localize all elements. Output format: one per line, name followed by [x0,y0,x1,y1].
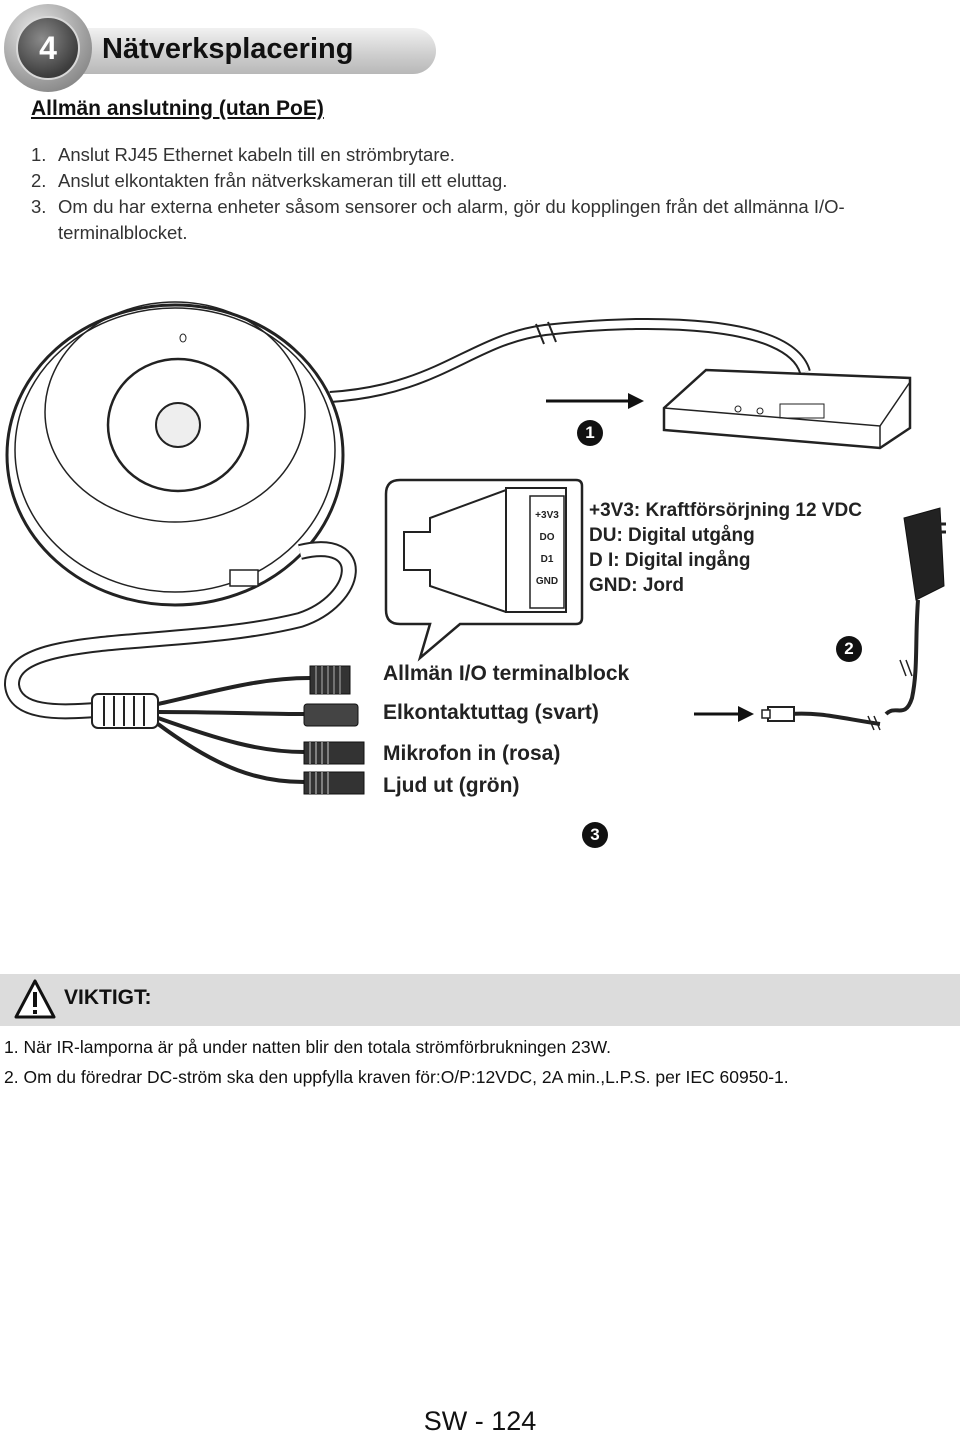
pin-legend-item: +3V3: Kraftförsörjning 12 VDC [589,500,862,521]
important-banner: VIKTIGT: [0,974,960,1026]
important-title: VIKTIGT: [64,986,152,1009]
list-item: 1.Anslut RJ45 Ethernet kabeln till en st… [31,144,455,165]
important-notes: 1. När IR-lamporna är på under natten bl… [4,1032,789,1092]
section-title: Nätverksplacering [102,33,354,65]
pin-label: +3V3 [535,510,559,521]
network-switch-icon [662,368,912,450]
section-number: 4 [39,30,57,66]
power-socket-connector-icon [303,703,359,727]
io-terminal-connector-icon [309,665,351,695]
section-header: 4 Nätverksplacering [4,4,436,92]
power-adapter-icon [884,507,946,716]
step-badge-3: 3 [582,822,608,848]
step-badge-2: 2 [836,636,862,662]
warning-triangle-icon [14,978,56,1025]
pin-legend-item: GND: Jord [589,575,684,596]
pin-label: GND [535,576,559,587]
list-item: 1. När IR-lamporna är på under natten bl… [4,1037,611,1057]
mic-in-connector-icon [303,741,365,765]
section-number-badge: 4 [4,4,92,92]
cable-label: Ljud ut (grön) [383,774,520,797]
list-item: 3.Om du har externa enheter såsom sensor… [31,196,845,243]
pin-legend-item: DU: Digital utgång [589,525,755,546]
page-number: SW - 124 [423,1406,537,1436]
pin-legend-item: D I: Digital ingång [589,550,751,571]
list-item: 2. Om du föredrar DC-ström ska den uppfy… [4,1067,789,1087]
diagram-illustration [3,301,946,795]
instruction-list: 1.Anslut RJ45 Ethernet kabeln till en st… [31,142,956,246]
cable-label: Allmän I/O terminalblock [383,662,630,685]
header-bar [40,28,436,74]
pin-label: D1 [540,554,554,565]
cable-label: Elkontaktuttag (svart) [383,701,599,724]
camera-dome-icon [5,301,345,607]
pin-label: DO [539,532,555,543]
cable-label: Mikrofon in (rosa) [383,742,561,765]
step-badge-1: 1 [577,420,603,446]
subheading: Allmän anslutning (utan PoE) [31,97,324,120]
connection-diagram: +3V3 DO D1 GND +3V3: Kraftförsörjning 12… [0,300,960,860]
list-item: 2.Anslut elkontakten från nätverkskamera… [31,170,508,191]
audio-out-connector-icon [303,771,365,795]
